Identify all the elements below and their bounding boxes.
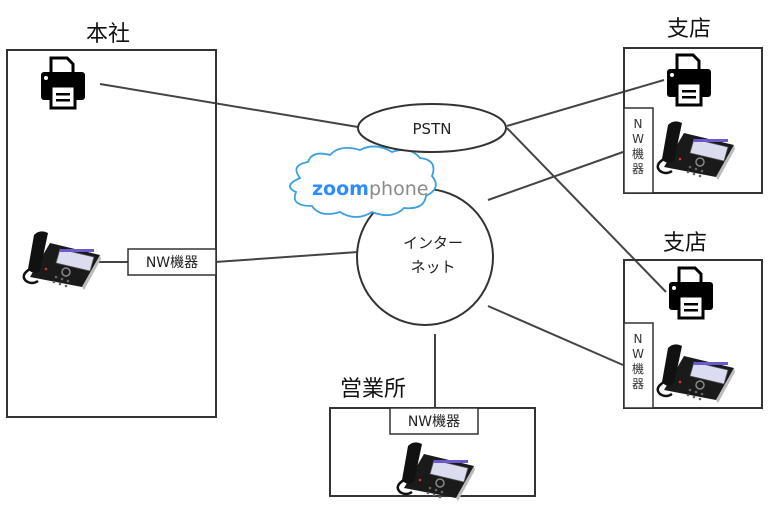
internet-label-line1: インター xyxy=(403,234,463,252)
zoomphone-logo: zoomphone xyxy=(312,178,428,200)
honsha-nw-device-box xyxy=(127,248,217,276)
cloud-icon xyxy=(289,145,437,218)
svg-text:機: 機 xyxy=(632,146,644,161)
pstn-label: PSTN xyxy=(413,120,452,138)
site-branch2: 支店 N W 機 器 xyxy=(623,231,763,409)
sales-nw-device-box xyxy=(389,407,479,435)
link-pstn-branch1-printer xyxy=(506,79,665,127)
svg-text:W: W xyxy=(632,132,644,146)
site-honsha-box xyxy=(6,49,217,418)
connections xyxy=(98,79,667,410)
site-honsha: 本社 NW機器 xyxy=(6,22,217,418)
site-branch2-title: 支店 xyxy=(663,231,707,256)
branch1-nw-device-box xyxy=(623,107,654,194)
link-pstn-branch2-printer xyxy=(506,127,667,293)
branch2-nw-device-label: N W 機 器 xyxy=(632,332,644,391)
svg-text:N: N xyxy=(634,332,643,346)
internet-node: インター ネット xyxy=(356,188,494,326)
site-branch1: 支店 N W 機 器 xyxy=(623,17,763,194)
branch1-nw-device-label: N W 機 器 xyxy=(632,117,644,176)
printer-icon xyxy=(665,53,713,107)
desk-phone-icon xyxy=(656,343,737,405)
site-branch1-title: 支店 xyxy=(667,17,711,42)
desk-phone-icon xyxy=(396,441,477,503)
site-honsha-title: 本社 xyxy=(86,22,130,47)
zoomphone-cloud: zoomphone xyxy=(289,145,437,218)
svg-text:器: 器 xyxy=(632,377,644,391)
printer-icon xyxy=(667,266,715,320)
svg-text:器: 器 xyxy=(632,162,644,176)
link-internet-branch2-nw xyxy=(487,305,624,366)
desk-phone-icon xyxy=(22,230,103,292)
pstn-node: PSTN xyxy=(357,103,507,153)
internet-label-line2: ネット xyxy=(410,258,455,276)
branch2-nw-device-box xyxy=(623,322,654,409)
honsha-nw-device-label: NW機器 xyxy=(146,255,198,271)
link-internet-honsha-nw xyxy=(214,251,359,263)
site-sales: 営業所 NW機器 xyxy=(329,377,536,503)
link-honsha-printer-pstn xyxy=(99,83,359,128)
link-internet-branch1-nw xyxy=(487,151,624,201)
printer-icon xyxy=(39,56,87,110)
site-sales-title: 営業所 xyxy=(340,377,406,402)
desk-phone-icon xyxy=(656,120,737,182)
sales-nw-device-label: NW機器 xyxy=(408,414,460,430)
svg-text:機: 機 xyxy=(632,361,644,376)
svg-text:N: N xyxy=(634,117,643,131)
svg-text:W: W xyxy=(632,347,644,361)
pstn-ellipse xyxy=(357,103,507,153)
